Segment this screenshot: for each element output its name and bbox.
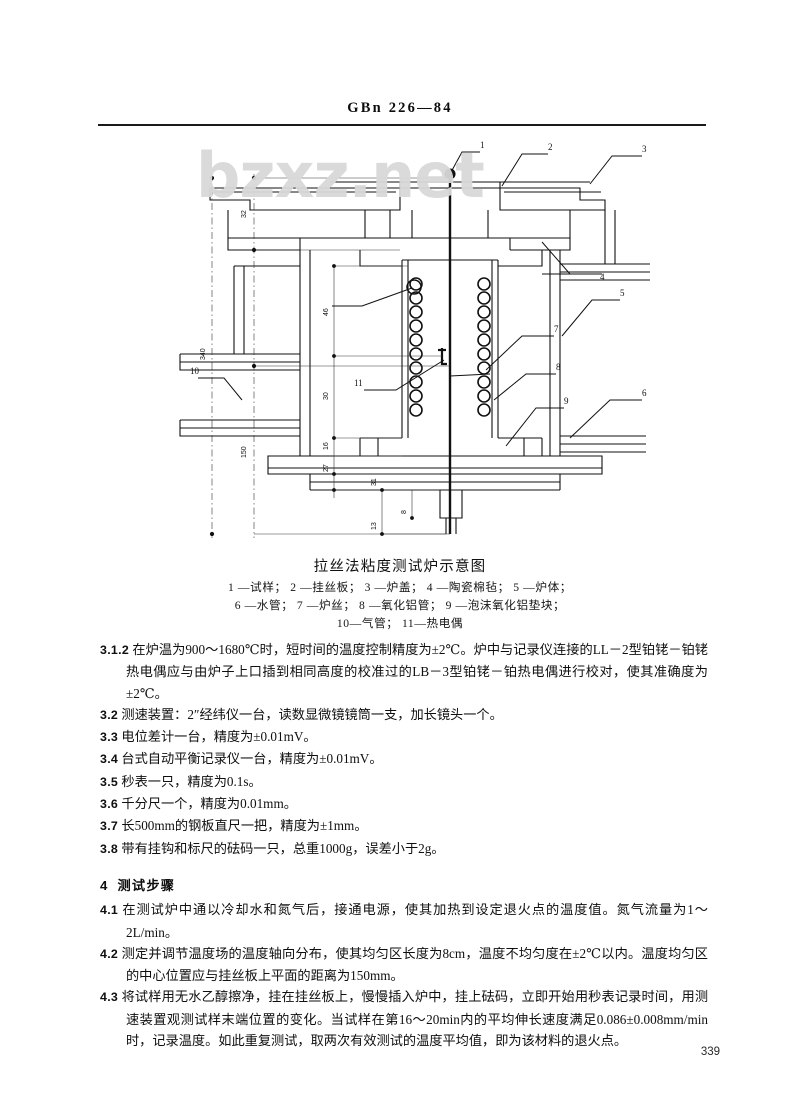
callout-6: 6 bbox=[642, 388, 647, 398]
step-text: 在测试炉中通以冷却水和氮气后，接通电源，使其加热到设定退火点的温度值。氮气流量为… bbox=[122, 902, 708, 940]
figure-legend-line-1: 1 —试样； 2 —挂丝板； 3 —炉盖； 4 —陶瓷棉毡； 5 —炉体； bbox=[228, 581, 572, 594]
item-text: 电位差计一台，精度为±0.01mV。 bbox=[121, 729, 317, 745]
callout-1: 1 bbox=[480, 140, 485, 150]
dimension-150: 150 bbox=[241, 446, 248, 458]
page-number: 339 bbox=[700, 1046, 720, 1058]
step-number: 4.3 bbox=[100, 990, 119, 1005]
callout-9: 9 bbox=[564, 396, 569, 406]
header-divider bbox=[98, 124, 706, 126]
item-number: 3.5 bbox=[100, 774, 119, 789]
dimension-31: 31 bbox=[371, 478, 378, 486]
item-number: 3.3 bbox=[100, 730, 119, 745]
item-number: 3.2 bbox=[100, 707, 119, 722]
list-item-3-4: 3.4 台式自动平衡记录仪一台，精度为±0.01mV。 bbox=[100, 748, 708, 770]
step-number: 4.1 bbox=[100, 903, 119, 918]
dimension-30: 30 bbox=[323, 392, 330, 400]
dimension-27: 27 bbox=[323, 464, 330, 472]
figure-legend-line-3: 10—气管； 11—热电偶 bbox=[336, 617, 464, 630]
callout-10: 10 bbox=[190, 366, 200, 376]
item-text: 台式自动平衡记录仪一台，精度为±0.01mV。 bbox=[121, 751, 383, 767]
body-content: 3.1.2 在炉温为900～1680℃时，短时间的温度控制精度为±2℃。炉中与记… bbox=[100, 639, 708, 1051]
step-4-3: 4.3 将试样用无水乙醇擦净，挂在挂丝板上，慢慢插入炉中，挂上砝码，立即开始用秒… bbox=[100, 986, 708, 1051]
step-4-2: 4.2 测定并调节温度场的温度轴向分布，使其均匀区长度为8cm，温度不均匀度在±… bbox=[100, 943, 708, 987]
item-number: 3.7 bbox=[100, 819, 119, 834]
item-text: 长500mm的钢板直尺一把，精度为±1mm。 bbox=[121, 818, 368, 834]
item-number: 3.4 bbox=[100, 752, 119, 767]
list-item-3-5: 3.5 秒表一只，精度为0.1s。 bbox=[100, 771, 708, 793]
item-text: 秒表一只，精度为0.1s。 bbox=[121, 773, 262, 789]
dimension-340: 340 bbox=[200, 348, 207, 360]
section-number: 4 bbox=[100, 877, 109, 893]
figure-legend-line-2: 6 —水管； 7 —炉丝； 8 —氧化铝管； 9 —泡沫氧化铝垫块； bbox=[234, 599, 566, 612]
item-text: 千分尺一个，精度为0.01mm。 bbox=[121, 796, 297, 812]
dimension-13: 13 bbox=[371, 522, 378, 530]
step-text: 测定并调节温度场的温度轴向分布，使其均匀区长度为8cm，温度不均匀度在±2℃以内… bbox=[121, 945, 708, 984]
dimension-46: 46 bbox=[323, 308, 330, 316]
step-number: 4.2 bbox=[100, 946, 119, 961]
callout-5: 5 bbox=[620, 288, 625, 298]
section-title: 测试步骤 bbox=[117, 877, 176, 893]
list-item-3-2: 3.2 测速装置：2″经纬仪一台，读数显微镜镜筒一支，加长镜头一个。 bbox=[100, 704, 708, 726]
callout-7: 7 bbox=[554, 324, 559, 334]
paragraph-3-1-2: 3.1.2 在炉温为900～1680℃时，短时间的温度控制精度为±2℃。炉中与记… bbox=[100, 639, 708, 704]
step-text: 将试样用无水乙醇擦净，挂在挂丝板上，慢慢插入炉中，挂上砝码，立即开始用秒表记录时… bbox=[121, 989, 709, 1049]
list-item-3-6: 3.6 千分尺一个，精度为0.01mm。 bbox=[100, 793, 708, 815]
paragraph-number: 3.1.2 bbox=[100, 643, 130, 657]
item-text: 带有挂钩和标尺的砝码一只，总重1000g，误差小于2g。 bbox=[121, 840, 445, 856]
item-number: 3.8 bbox=[100, 841, 119, 856]
page-title: GBn 226—84 bbox=[347, 100, 453, 116]
list-item-3-7: 3.7 长500mm的钢板直尺一把，精度为±1mm。 bbox=[100, 815, 708, 837]
dimension-32: 32 bbox=[241, 210, 248, 218]
callout-2: 2 bbox=[548, 142, 553, 152]
list-item-3-8: 3.8 带有挂钩和标尺的砝码一只，总重1000g，误差小于2g。 bbox=[100, 838, 708, 860]
callout-3: 3 bbox=[642, 144, 647, 154]
dimension-8: 8 bbox=[401, 510, 408, 514]
callout-8: 8 bbox=[556, 362, 561, 372]
list-item-3-3: 3.3 电位差计一台，精度为±0.01mV。 bbox=[100, 726, 708, 748]
section-heading-4: 4 测试步骤 bbox=[100, 875, 708, 896]
furnace-diagram: 1 2 3 4 5 6 7 8 9 10 11 32 340 150 46 30… bbox=[150, 138, 670, 553]
figure-caption: 拉丝法粘度测试炉示意图 bbox=[313, 559, 487, 575]
paragraph-text: 在炉温为900～1680℃时，短时间的温度控制精度为±2℃。炉中与记录仪连接的L… bbox=[126, 642, 708, 701]
item-number: 3.6 bbox=[100, 797, 119, 812]
callout-4: 4 bbox=[600, 272, 605, 282]
step-4-1: 4.1 在测试炉中通以冷却水和氮气后，接通电源，使其加热到设定退火点的温度值。氮… bbox=[100, 899, 708, 943]
item-text: 测速装置：2″经纬仪一台，读数显微镜镜筒一支，加长镜头一个。 bbox=[121, 706, 503, 722]
callout-11: 11 bbox=[354, 378, 363, 388]
dimension-16: 16 bbox=[323, 442, 330, 450]
